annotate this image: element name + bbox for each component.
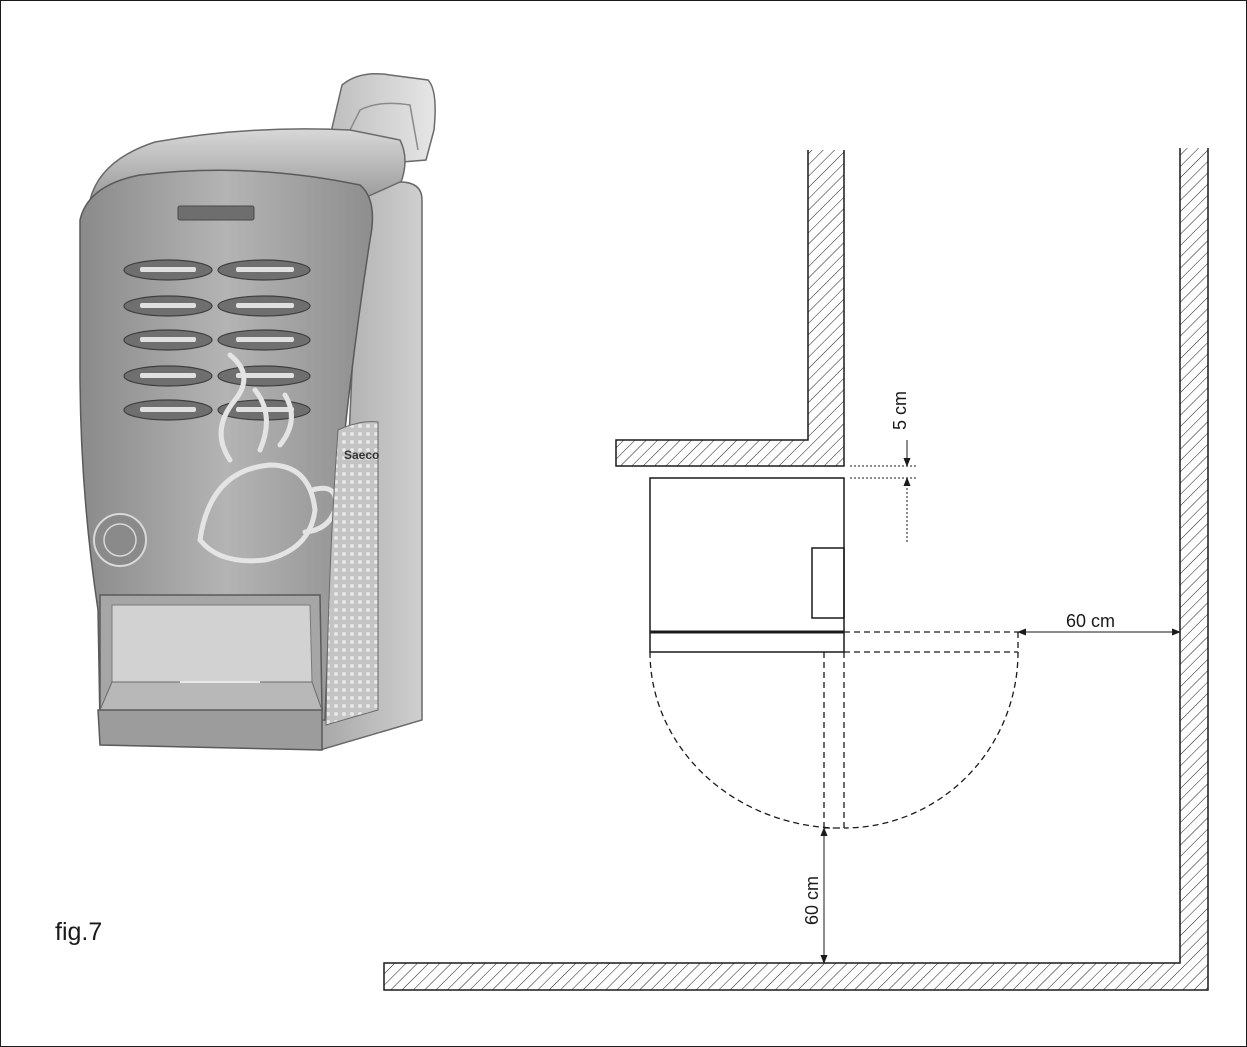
dimension-side-label: 60 cm (1066, 611, 1115, 631)
door-swing (650, 632, 1018, 828)
machine-footprint (650, 478, 844, 652)
dimension-top-label: 5 cm (890, 391, 910, 430)
upper-wall (616, 150, 844, 466)
walls (384, 148, 1208, 990)
right-wall-floor (384, 148, 1208, 990)
dimension-top (850, 440, 918, 542)
dimension-front-label: 60 cm (802, 876, 822, 925)
figure-label: fig.7 (55, 918, 102, 947)
